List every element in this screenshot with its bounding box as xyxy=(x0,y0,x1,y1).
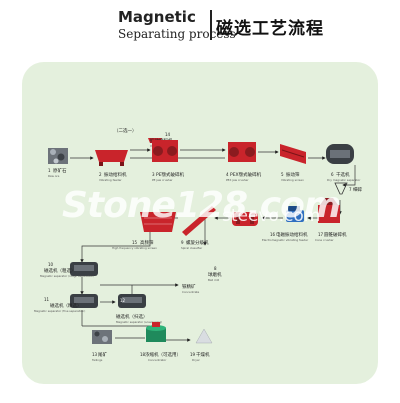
step-en-13: Tailings xyxy=(91,358,103,362)
step-tailings: 13 尾矿 Tailings xyxy=(91,330,112,362)
concentrate-label: 铁精矿 xyxy=(182,283,196,290)
step-raw-ore: 1 原矿石 Raw ore xyxy=(48,148,68,178)
title-divider xyxy=(210,10,212,40)
title-chinese: 磁选工艺流程 xyxy=(216,19,324,39)
step-label-10: 磁选机（粗选） xyxy=(44,267,76,274)
step-pe-jaw-crusher: 3 PE颚式破碎机 PE jaw crusher xyxy=(152,140,185,182)
step-pex-jaw-crusher: 4 PEX颚式破碎机 PEX jaw crusher xyxy=(226,142,262,182)
concentrate-en: Concentrate xyxy=(182,290,200,294)
step-label-4: PEX颚式破碎机 xyxy=(230,171,262,178)
step-num-5: 5 xyxy=(281,172,284,177)
step-en-4: PEX jaw crusher xyxy=(226,178,249,182)
step-label-16: 电磁振动给料机 xyxy=(276,231,308,238)
step-en-3: PE jaw crusher xyxy=(152,178,173,182)
step-num-3: 3 xyxy=(152,172,155,177)
step-label-18: 浓缩机（可选用） xyxy=(145,351,181,358)
step-en-15: High frequency vibrating screen xyxy=(112,246,157,250)
step-dryer: 19 干燥机 Dryer xyxy=(190,328,213,362)
step-num-13: 13 xyxy=(92,352,98,357)
step-en-2: Vibrating feeder xyxy=(99,178,123,182)
dryer-product-icon xyxy=(195,328,213,344)
step-num-14: 14 xyxy=(165,132,171,137)
step-cone-crusher: 17 圆锥破碎机 Cone crusher xyxy=(315,198,347,242)
watermark-main: Stone128.com xyxy=(62,185,341,226)
step-dry-magnetic-separator: 6 干选机 Dry magnetic separator xyxy=(326,144,361,182)
step-num-6: 6 xyxy=(331,172,334,177)
pe-jaw-crusher-icon xyxy=(152,140,178,162)
step-label-5: 振动筛 xyxy=(286,171,300,178)
step-en-17: Cone crusher xyxy=(315,238,334,242)
flow-lines xyxy=(70,148,356,342)
step-num-8: 8 xyxy=(214,266,217,271)
step-en-5: Vibrating screen xyxy=(281,178,304,182)
step-electromagnetic-feeder: 16 电磁振动给料机 Electromagnetic vibrating fee… xyxy=(262,206,309,242)
step-label-11: 磁选机（精选） xyxy=(50,302,82,309)
tailings-icon xyxy=(92,330,112,344)
step-magnetic-separator-rough: 10 磁选机（粗选） Magnetic separator (rough sep… xyxy=(40,262,98,278)
step-num-10: 10 xyxy=(48,262,54,267)
step-label-13: 尾矿 xyxy=(98,351,107,358)
step-en-1: Raw ore xyxy=(48,174,60,178)
step-num-19: 19 xyxy=(190,352,196,357)
step-spiral-classifier: 9 螺旋分级机 Spiral classifier xyxy=(181,206,216,250)
step-num-9: 9 xyxy=(181,240,184,245)
step-fine-crush: 7 细碎 xyxy=(334,182,362,195)
step-concentrator: 18 浓缩机（可选用） Concentrator xyxy=(140,322,181,362)
step-num-18: 18 xyxy=(140,352,146,357)
step-en-8: Ball mill xyxy=(208,278,219,282)
concentrator-icon xyxy=(146,328,166,342)
step-en-12: Magnetic separator (scavenging) xyxy=(116,320,162,324)
step-num-11: 11 xyxy=(44,297,50,302)
electromagnetic-feeder-icon xyxy=(286,210,304,222)
step-en-16: Electromagnetic vibrating feeder xyxy=(262,238,309,242)
choose-one-label: （二选一） xyxy=(114,127,137,134)
step-vibrating-feeder: 2 振动给料机 Vibrating feeder xyxy=(95,150,128,182)
step-label-15: 高频筛 xyxy=(140,239,154,246)
step-magnetic-separator-scavenging: 12 磁选机（扫选） Magnetic separator (scavengin… xyxy=(116,294,162,324)
step-label-3: PE颚式破碎机 xyxy=(156,171,185,178)
step-label-12: 磁选机（扫选） xyxy=(116,313,148,320)
title-english-line1: Magnetic xyxy=(118,8,196,26)
step-label-1: 原矿石 xyxy=(53,167,67,174)
title-english-line2: Separating process xyxy=(118,27,236,41)
step-label-9: 螺旋分级机 xyxy=(186,239,209,246)
vibrating-feeder-icon xyxy=(95,150,128,162)
step-vibrating-screen: 5 振动筛 Vibrating screen xyxy=(280,144,306,182)
spiral-classifier-icon xyxy=(182,206,216,236)
step-num-2: 2 xyxy=(99,172,102,177)
header: Magnetic Separating process 磁选工艺流程 xyxy=(0,0,400,58)
step-en-19: Dryer xyxy=(192,358,201,362)
cone-crusher-icon xyxy=(318,205,340,223)
high-frequency-screen-icon xyxy=(140,212,176,232)
step-label-19: 干燥机 xyxy=(196,351,210,358)
step-en-9: Spiral classifier xyxy=(181,246,203,250)
step-label-17: 圆锥破碎机 xyxy=(324,231,347,238)
step-num-17: 17 xyxy=(318,232,324,237)
step-num-15: 15 xyxy=(132,240,138,245)
step-ball-mill: 8 球磨机 Ball mill xyxy=(208,212,258,282)
step-num-16: 16 xyxy=(270,232,276,237)
pex-jaw-crusher-icon xyxy=(228,142,256,162)
step-en-10: Magnetic separator (rough separation) xyxy=(40,274,94,278)
step-label-7: 细碎 xyxy=(353,186,362,193)
concentrate-output: 铁精矿 Concentrate xyxy=(182,283,200,294)
step-num-7: 7 xyxy=(349,187,352,192)
step-magnetic-separator-fine: 11 磁选机（精选） Magnetic separator (fine sepa… xyxy=(34,294,98,313)
watermark-secondary: steevo.com xyxy=(222,206,321,226)
step-high-frequency-screen: 15 高频筛 High frequency vibrating screen xyxy=(112,212,176,250)
step-num-12: 12 xyxy=(120,298,126,303)
step-label-8: 球磨机 xyxy=(208,271,222,278)
step-label-2: 振动给料机 xyxy=(104,171,127,178)
funnel-icon xyxy=(334,182,348,195)
step-num-4: 4 xyxy=(226,172,229,177)
step-label-6: 干选机 xyxy=(336,171,350,178)
step-en-6: Dry magnetic separator xyxy=(327,178,361,182)
step-en-18: Concentrator xyxy=(148,358,167,362)
step-en-11: Magnetic separator (fine separation) xyxy=(34,309,85,313)
step-num-1: 1 xyxy=(48,168,51,173)
